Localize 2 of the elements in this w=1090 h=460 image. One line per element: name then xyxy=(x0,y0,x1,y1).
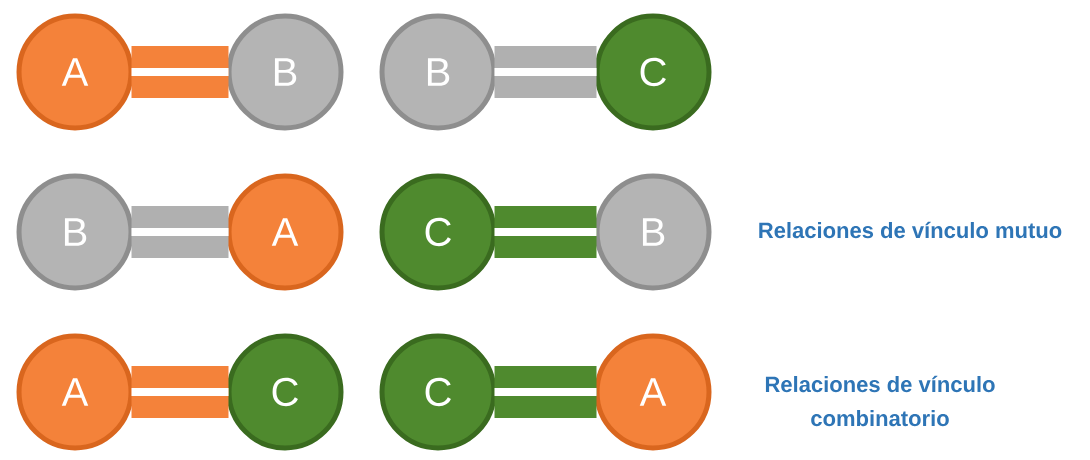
caption-text: Relaciones de vínculo combinatorio xyxy=(765,375,995,427)
caption-text: Relaciones de vínculo mutuo xyxy=(759,221,1062,239)
